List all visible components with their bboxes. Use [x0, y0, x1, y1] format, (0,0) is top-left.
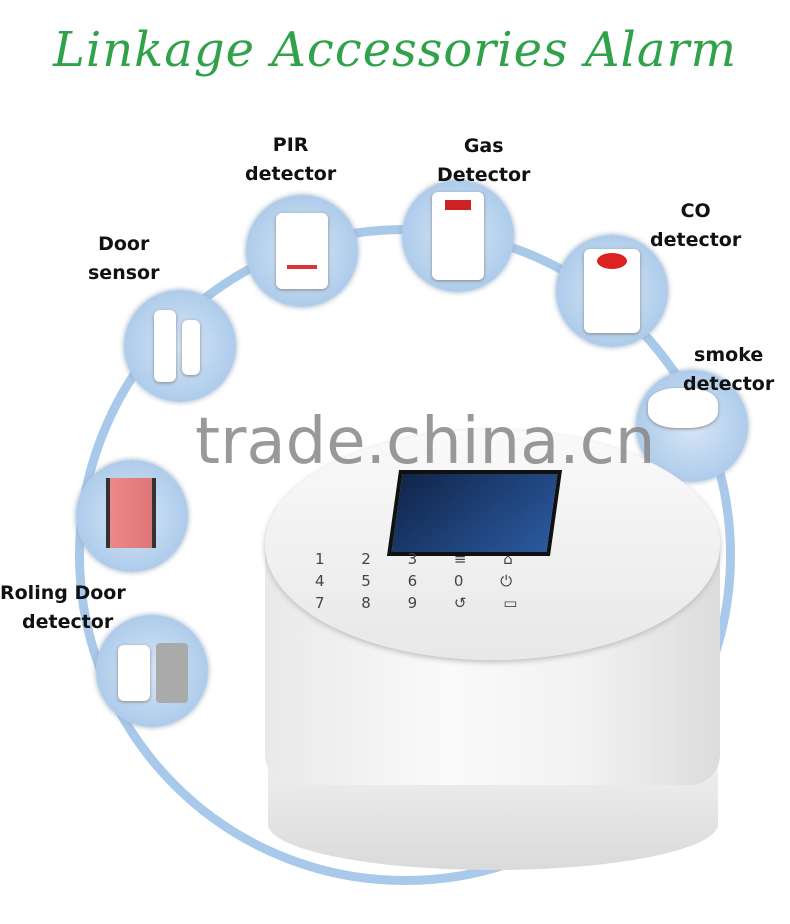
label-line: detector: [650, 229, 742, 251]
label-line: smoke: [694, 344, 764, 366]
label-line: detector: [683, 373, 775, 395]
door-sensor-icon: [124, 290, 236, 402]
rolling-door-label: Roling Door detector: [0, 579, 126, 637]
smoke-detector-icon: [636, 370, 748, 482]
alarm-panel-screen: [386, 470, 563, 556]
page-title: Linkage Accessories Alarm: [53, 22, 737, 78]
watermark: trade.china.cn: [195, 405, 656, 479]
label-line: Gas: [463, 135, 504, 157]
label-line: sensor: [88, 262, 160, 284]
label-line: PIR: [272, 134, 309, 156]
label-line: Detector: [437, 164, 531, 186]
rolling-door-detector-icon: [96, 615, 208, 727]
smoke-detector-label: smoke detector: [683, 341, 774, 399]
label-line: Door: [98, 233, 150, 255]
label-line: CO: [680, 200, 711, 222]
beam-detector-icon: [76, 460, 188, 572]
alarm-keypad: 1 2 3 ≡ ⌂ 4 5 6 0 ⏻ 7 8 9 ↺ ▭: [315, 550, 534, 612]
label-line: detector: [245, 163, 337, 185]
pir-detector-label: PIR detector: [245, 131, 336, 189]
label-line: Roling Door: [0, 582, 126, 604]
gas-detector-icon: [402, 180, 514, 292]
co-detector-label: CO detector: [650, 197, 741, 255]
door-sensor-label: Door sensor: [88, 230, 159, 288]
co-detector-icon: [556, 235, 668, 347]
pir-detector-icon: [246, 195, 358, 307]
label-line: detector: [22, 611, 114, 633]
